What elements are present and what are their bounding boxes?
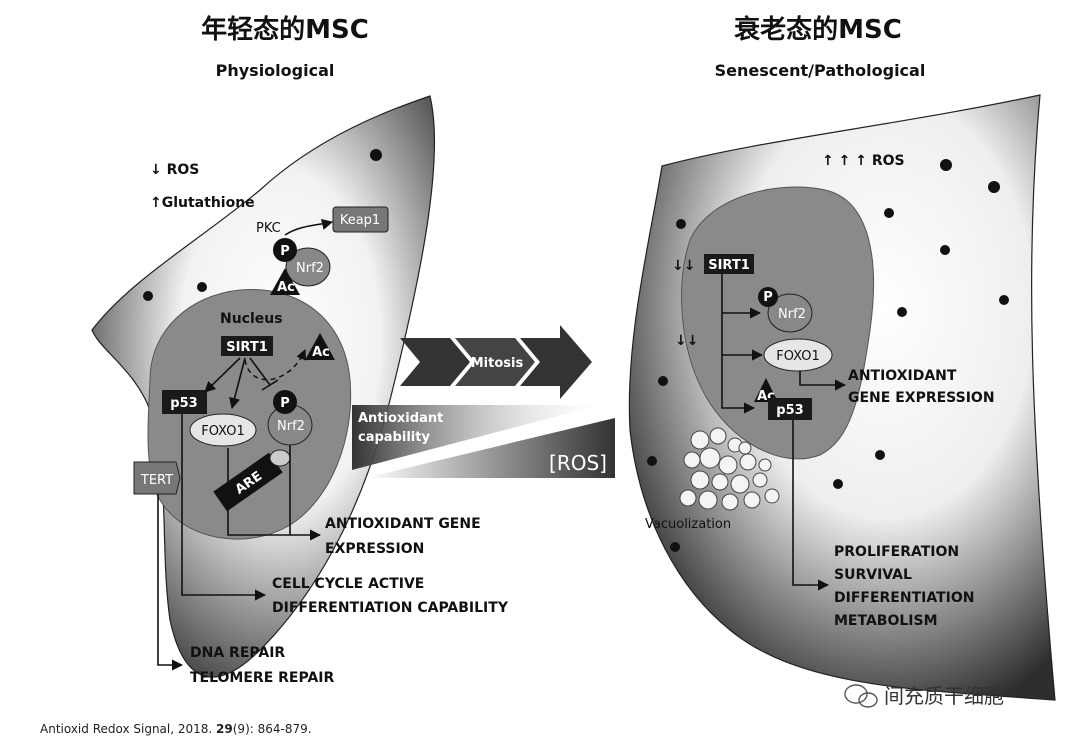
vacuoles (679, 427, 780, 511)
antioxidant-right-2: GENE EXPRESSION (848, 390, 995, 406)
ros-wedge (365, 418, 615, 478)
antioxidant-capability-wedge (352, 405, 600, 470)
phospho-nuc (273, 390, 297, 414)
ros-particles-right (647, 159, 1009, 552)
output-survival: SURVIVAL (834, 567, 912, 583)
foxo1-right (763, 338, 833, 372)
antioxidant-right-1: ANTIOXIDANT (848, 368, 957, 384)
output-metabolism: METABOLISM (834, 613, 938, 629)
phospho-right (758, 287, 778, 307)
pkc-arrow (284, 219, 334, 236)
are-binding (269, 449, 291, 467)
phospho-cyto (273, 238, 297, 262)
foxo1-left (189, 413, 257, 447)
phospho-cyto-label: P (280, 244, 290, 259)
acetyl-nuc (305, 333, 335, 360)
acetyl-right (754, 378, 778, 402)
sirt1-to-p53 (204, 357, 241, 393)
sirt1-box-right (704, 254, 754, 274)
sirt1-inhibit-bar (261, 379, 279, 391)
p53-label-left: p53 (170, 396, 197, 411)
p53-box-right (768, 398, 812, 420)
dna-out-1: DNA REPAIR (190, 645, 285, 661)
foxo1-label-right: FOXO1 (776, 349, 819, 364)
right-subtitle: Senescent/Pathological (715, 61, 926, 80)
ros-bracket-label: [ROS] (549, 451, 607, 475)
keap1-label: Keap1 (340, 213, 380, 228)
sirt1-to-foxo1 (229, 357, 246, 410)
glutathione-up-label: ↑Glutathione (150, 195, 255, 211)
acetyl-cyto-label: Ac (277, 280, 295, 295)
phospho-label-right: P (763, 290, 773, 305)
sirt1-label-left: SIRT1 (226, 340, 268, 355)
left-title: 年轻态的MSC (201, 14, 369, 45)
output-differentiation: DIFFERENTIATION (834, 590, 974, 606)
antioxidant-out-2: EXPRESSION (325, 541, 424, 557)
dna-line (157, 494, 184, 671)
p53-box-left (162, 390, 207, 414)
ros-particles-left (143, 149, 382, 301)
mitosis-arrow (400, 325, 592, 399)
cellcycle-line (181, 414, 267, 601)
down-arrows-right: ↓↓ (675, 333, 698, 349)
nrf2-label-right: Nrf2 (778, 307, 806, 322)
vacuolization-label: Vacuolization (645, 517, 731, 532)
pkc-label: PKC (256, 221, 281, 236)
sirt1-down-arrows: ↓↓ (672, 258, 695, 274)
sirt1-deacetyl-arrow (244, 349, 307, 381)
antioxidant-cap-2: capability (358, 430, 430, 445)
sirt1-label-right: SIRT1 (708, 258, 750, 273)
right-title: 衰老态的MSC (733, 14, 902, 45)
antioxidant-cap-1: Antioxidant (358, 411, 443, 426)
nrf2-right (767, 293, 813, 333)
ros-up-label: ↑ ↑ ↑ ROS (822, 153, 905, 169)
antioxidant-out-1: ANTIOXIDANT GENE (325, 516, 481, 532)
p53-output-line-right (792, 420, 830, 591)
output-proliferation: PROLIFERATION (834, 544, 959, 560)
left-subtitle: Physiological (216, 61, 335, 80)
p53-label-right: p53 (776, 403, 803, 418)
cellcycle-out-2: DIFFERENTIATION CAPABILITY (272, 600, 509, 616)
nrf2-nuc-label: Nrf2 (277, 419, 305, 434)
sirt1-inhibit (249, 357, 271, 386)
tert-label: TERT (140, 473, 173, 488)
sirt1-box-left (221, 336, 273, 356)
nrf2-cyto-label: Nrf2 (296, 261, 324, 276)
foxo1-to-antioxidant (799, 371, 847, 391)
acetyl-cyto (270, 268, 300, 295)
ros-down-label: ↓ ROS (150, 162, 199, 178)
foxo1-label-left: FOXO1 (201, 424, 244, 439)
dna-out-2: TELOMERE REPAIR (190, 670, 335, 686)
phospho-nuc-label: P (280, 396, 290, 411)
wechat-icon (844, 684, 878, 708)
watermark-text: 间充质干细胞 (884, 684, 1004, 708)
mitosis-label: Mitosis (471, 356, 524, 371)
acetyl-nuc-label: Ac (312, 345, 330, 360)
sirt1-trunk-right (721, 274, 756, 414)
nucleus-label: Nucleus (220, 311, 283, 327)
keap1-box (332, 206, 389, 233)
tert-box (133, 461, 181, 495)
citation: Antioxid Redox Signal, 2018. 29(9): 864-… (40, 722, 312, 736)
cellcycle-out-1: CELL CYCLE ACTIVE (272, 576, 424, 592)
nrf2-cyto (285, 247, 331, 287)
